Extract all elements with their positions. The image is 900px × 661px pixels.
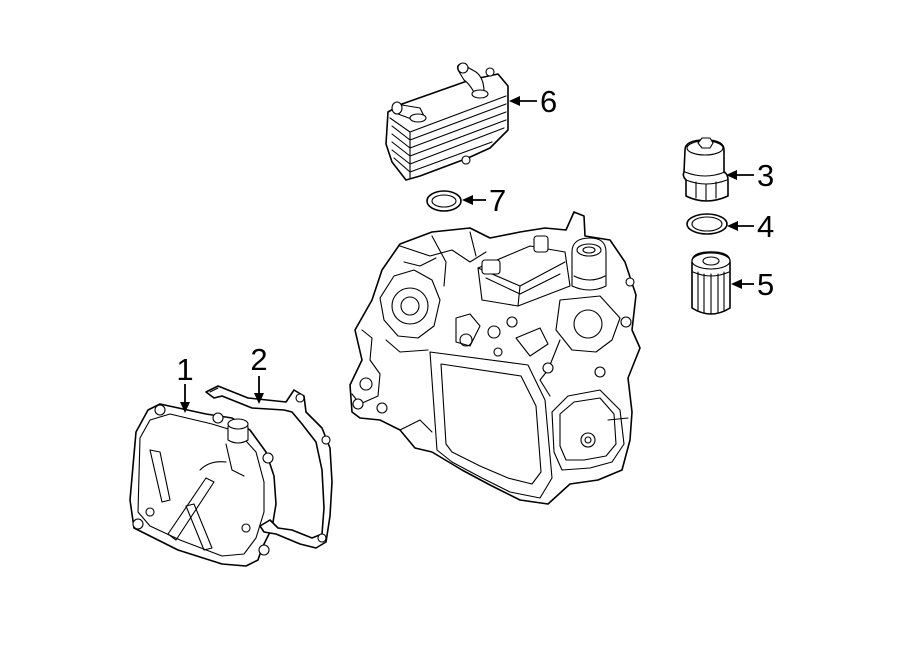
filter-element-part	[691, 251, 731, 315]
callout-7: 7	[489, 183, 506, 218]
transmission-housing	[349, 211, 641, 505]
callout-1: 1	[176, 352, 193, 387]
seal-ring-part	[426, 190, 462, 212]
callout-3: 3	[757, 158, 774, 193]
arrowhead-5	[731, 279, 742, 289]
arrowhead-6	[509, 96, 520, 106]
callout-5: 5	[757, 267, 774, 302]
callout-2: 2	[250, 342, 267, 377]
arrowhead-3	[726, 170, 737, 180]
arrowhead-1	[180, 402, 190, 413]
arrowhead-2	[254, 393, 264, 404]
callout-leaders	[180, 96, 754, 413]
gasket-part	[205, 385, 333, 549]
callout-6: 6	[540, 84, 557, 119]
callout-4: 4	[757, 209, 774, 244]
filter-cap-part	[682, 137, 729, 202]
o-ring-part	[686, 213, 728, 235]
oil-cooler-part	[385, 62, 509, 181]
oil-pan-part	[129, 403, 277, 567]
callout-labels: 1 2 3 4 5 6 7	[176, 84, 774, 387]
arrowhead-4	[727, 221, 738, 231]
arrowhead-7	[462, 195, 473, 205]
